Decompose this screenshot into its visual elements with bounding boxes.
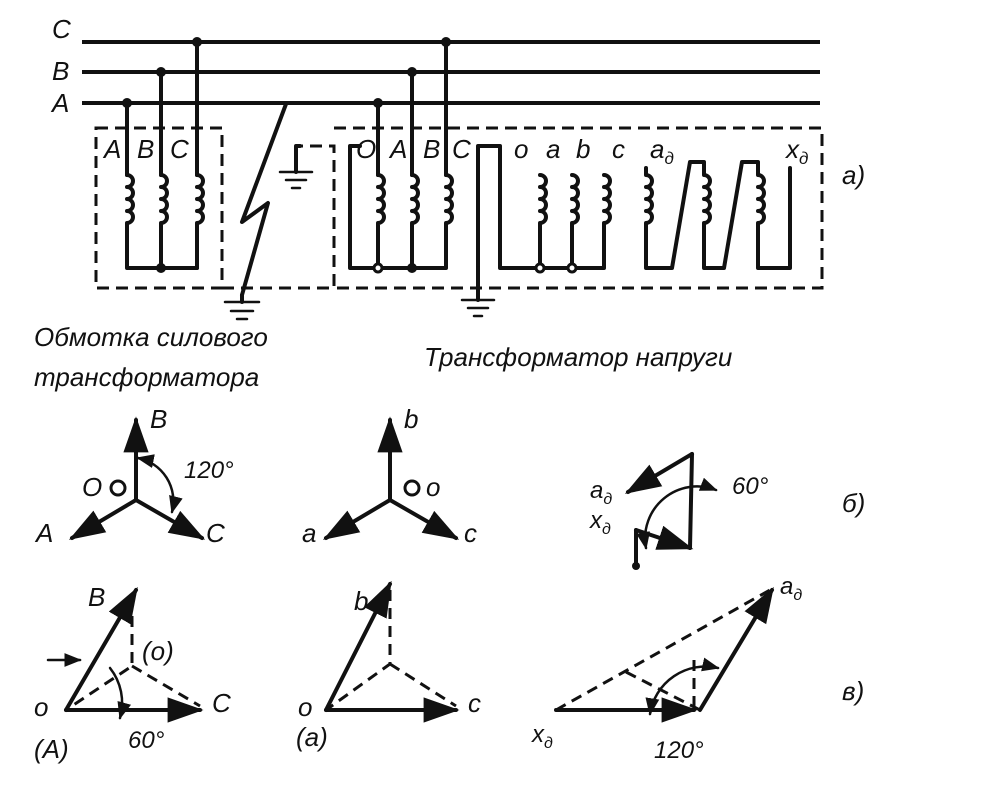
phasor-secondary-triangle: b o c (a) — [296, 580, 481, 752]
phasor-primary-triangle: B (o) o C (A) 60° — [34, 582, 231, 764]
phasor-secondary-star: b o a c — [302, 404, 477, 548]
v-secondary-o: o — [298, 692, 312, 722]
vt-terminal-b-primary: B — [423, 134, 440, 164]
v-primary-angle: 60° — [128, 727, 165, 754]
b-secondary-o: o — [426, 472, 440, 502]
vt-terminal-c-secondary: c — [612, 134, 625, 164]
power-transformer-caption-line2: трансформатора — [34, 362, 259, 392]
voltage-transformer-caption: Трансформатор напруги — [424, 342, 732, 372]
b-secondary-a: a — [302, 518, 316, 548]
vt-terminal-o-secondary: o — [514, 134, 528, 164]
b-secondary-c: c — [464, 518, 477, 548]
vt-terminal-ad: aд — [650, 134, 674, 168]
v-primary-o-paren: (o) — [142, 636, 174, 666]
v-primary-o: o — [34, 692, 48, 722]
v-primary-A-paren: (A) — [34, 734, 69, 764]
vt-terminal-b-secondary: b — [576, 134, 590, 164]
panel-label-v: в) — [842, 676, 864, 706]
v-secondary-a-paren: (a) — [296, 722, 328, 752]
b-delta-angle: 60° — [732, 473, 769, 500]
b-secondary-b: b — [404, 404, 418, 434]
v-primary-C: C — [212, 688, 231, 718]
phasor-primary-star: B O A C 120° — [34, 404, 234, 548]
b-delta-ad: aд — [590, 477, 612, 508]
fault-zigzag — [240, 102, 288, 297]
bus-b-label: B — [52, 56, 69, 86]
phasor-open-delta-b: aд xд 60° — [589, 452, 769, 570]
bus-lines: C B A — [50, 14, 820, 118]
voltage-transformer: O A B C o a b c aд xд — [334, 37, 824, 318]
b-primary-C: C — [206, 518, 225, 548]
b-primary-O: O — [82, 472, 102, 502]
bus-c-label: C — [52, 14, 71, 44]
power-transformer-winding: A B C — [94, 37, 224, 290]
vt-terminal-xd: xд — [784, 134, 808, 168]
b-primary-B: B — [150, 404, 167, 434]
v-secondary-c: c — [468, 688, 481, 718]
vt-terminal-a-secondary: a — [546, 134, 560, 164]
vt-terminal-a-primary: A — [388, 134, 407, 164]
fault-path — [222, 102, 336, 321]
bus-a-label: A — [50, 88, 69, 118]
b-primary-A: A — [34, 518, 53, 548]
pt-terminal-c: C — [170, 134, 189, 164]
vt-terminal-o-primary: O — [356, 134, 376, 164]
v-delta-xd: xд — [531, 721, 553, 752]
v-secondary-b: b — [354, 586, 368, 616]
b-delta-xd: xд — [589, 507, 611, 538]
pt-terminal-b: B — [137, 134, 154, 164]
v-primary-B: B — [88, 582, 105, 612]
vt-terminal-c-primary: C — [452, 134, 471, 164]
v-delta-ad: aд — [780, 573, 802, 604]
power-transformer-caption-line1: Обмотка силового — [34, 322, 268, 352]
panel-label-b: б) — [842, 488, 865, 518]
pt-terminal-a: A — [102, 134, 121, 164]
panel-label-a: а) — [842, 160, 865, 190]
v-delta-angle: 120° — [654, 737, 704, 764]
phasor-open-delta-v: aд xд 120° — [531, 573, 802, 764]
b-primary-angle: 120° — [184, 457, 234, 484]
